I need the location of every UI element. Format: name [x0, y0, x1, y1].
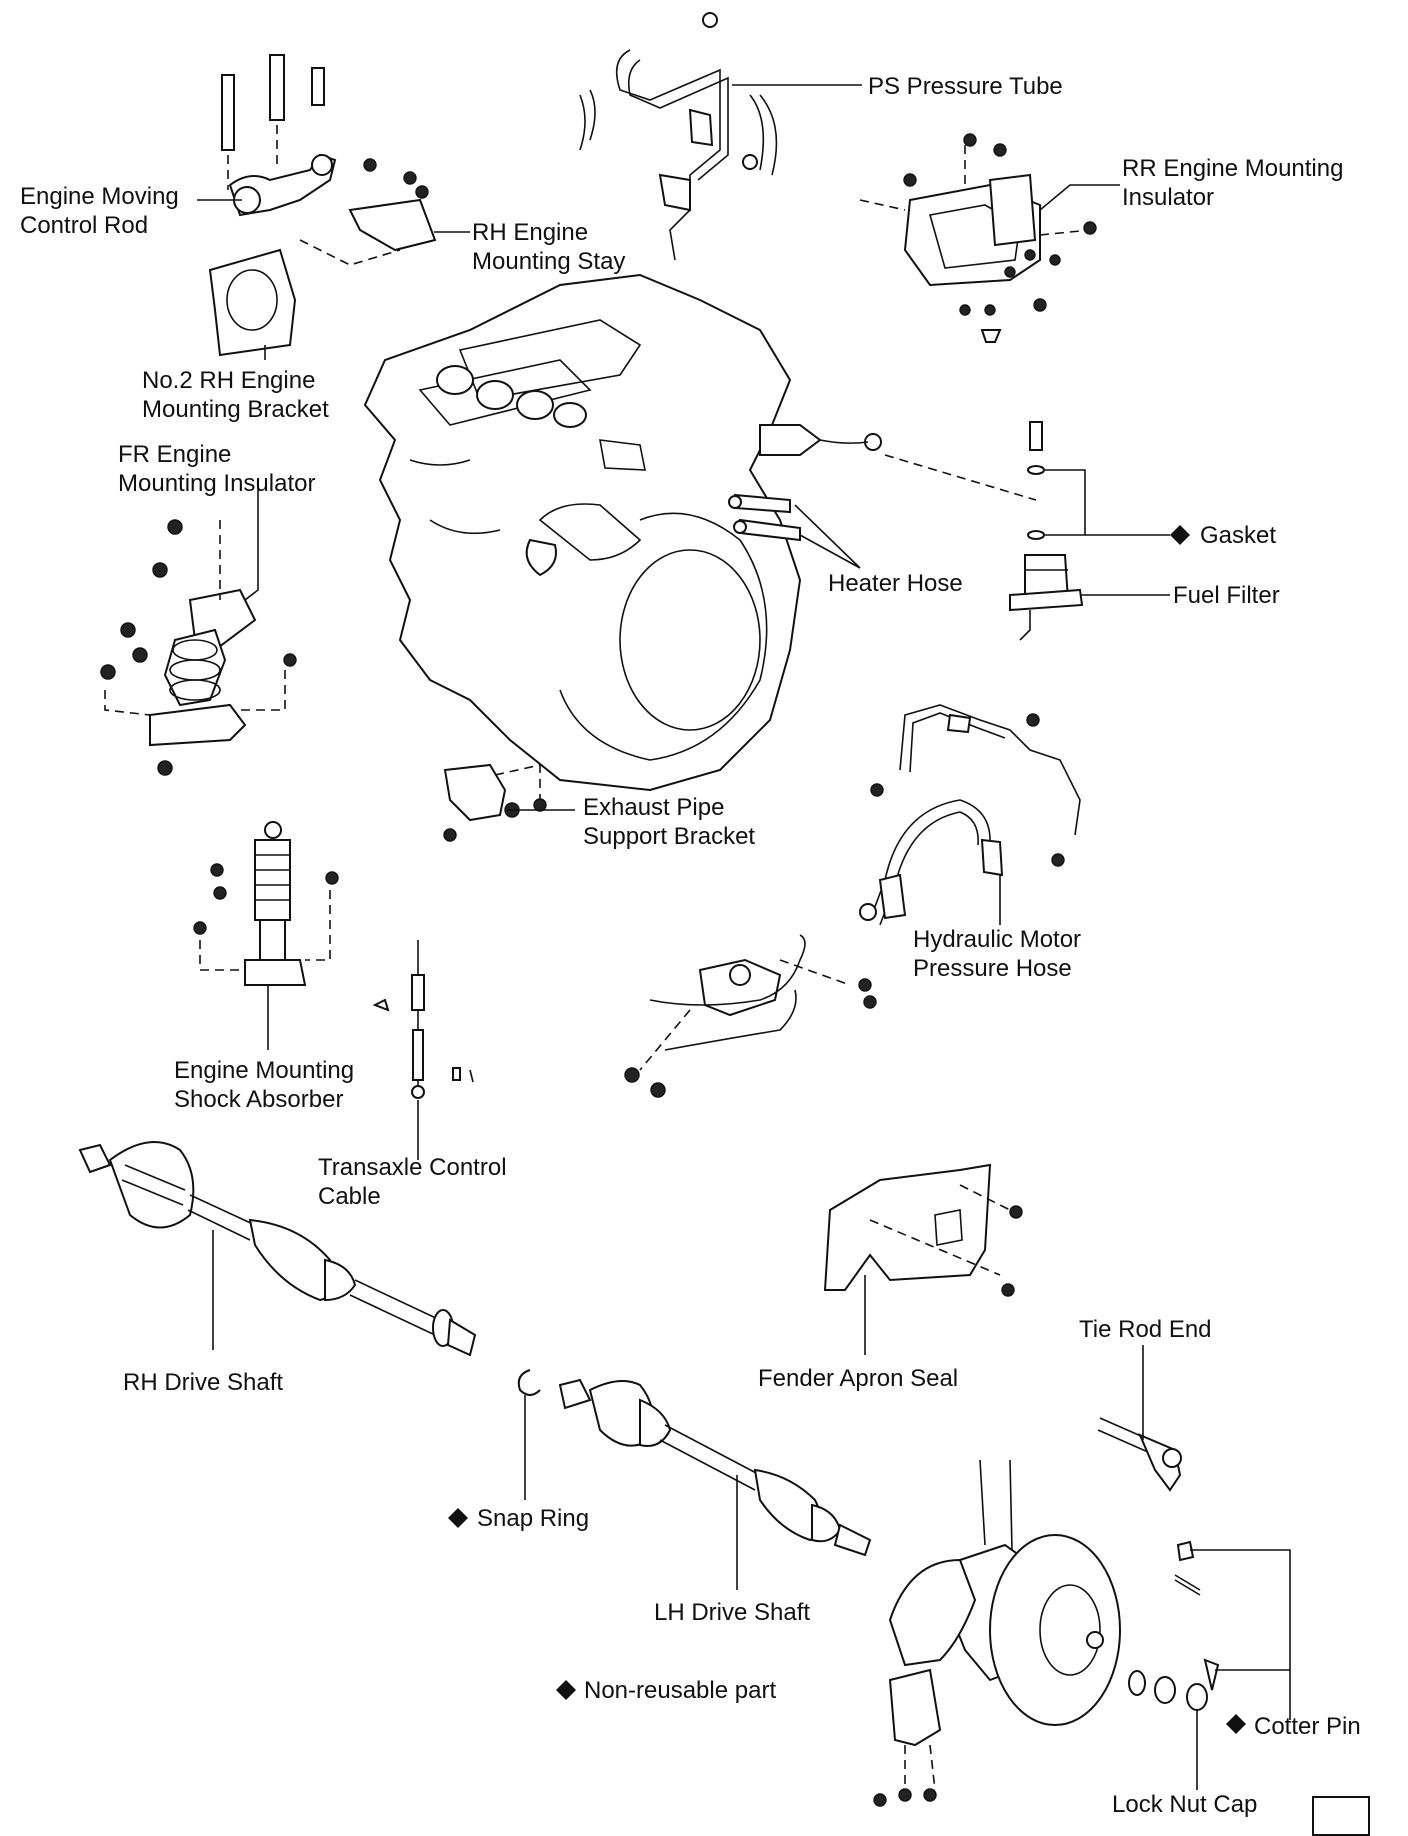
page-number-box [1312, 1796, 1370, 1836]
label-non-reusable-part: Non-reusable part [584, 1677, 777, 1704]
label-control-rod-line-2: Control Rod [20, 212, 149, 239]
label-rr-line-2: Insulator [1122, 184, 1215, 211]
knuckle-disc-part [873, 1459, 1220, 1807]
label-cotter-pin: Cotter Pin [1254, 1713, 1361, 1740]
lower-mount-bracket-part [624, 934, 877, 1098]
label-transaxle-control-cable: Transaxle Control Cable [318, 1153, 507, 1211]
fuel-filter-part [884, 421, 1084, 641]
label-rr-engine-mounting-insulator: RR Engine Mounting Insulator [1122, 154, 1343, 212]
heater-hose-part [728, 493, 801, 542]
exhaust-bracket-part [443, 763, 547, 842]
lh-drive-shaft-part [558, 1378, 872, 1557]
label-stay-line-2: Mounting Stay [472, 248, 626, 275]
label-fuel-filter: Fuel Filter [1173, 582, 1280, 609]
label-no2-rh-engine-mounting-bracket: No.2 RH Engine Mounting Bracket [142, 366, 329, 424]
label-fr-line-1: FR Engine [118, 441, 232, 468]
label-fender-apron-seal: Fender Apron Seal [758, 1365, 959, 1392]
label-heater-hose: Heater Hose [828, 570, 963, 597]
label-stay-line-1: RH Engine [472, 219, 589, 246]
rr-insulator-part [859, 133, 1097, 343]
snap-ring-part [517, 1369, 541, 1396]
label-lh-drive-shaft: LH Drive Shaft [654, 1599, 811, 1626]
label-gasket: Gasket [1200, 522, 1277, 549]
label-hydraulic-line-1: Hydraulic Motor [913, 926, 1082, 953]
fr-insulator-part [100, 519, 297, 776]
hydraulic-hose-part [859, 704, 1081, 926]
label-fr-engine-mounting-insulator: FR Engine Mounting Insulator [118, 440, 315, 498]
label-hydraulic-motor-pressure-hose: Hydraulic Motor Pressure Hose [913, 925, 1081, 983]
label-shock-line-2: Shock Absorber [174, 1086, 344, 1113]
non-reusable-markers [448, 525, 1246, 1734]
label-ps-pressure-tube: PS Pressure Tube [868, 73, 1063, 100]
fender-apron-seal-part [823, 1163, 1023, 1297]
tie-rod-end-part [1097, 1417, 1182, 1492]
label-bracket-line-2: Mounting Bracket [142, 396, 329, 423]
label-cable-line-2: Cable [318, 1183, 381, 1210]
label-cable-line-1: Transaxle Control [318, 1154, 507, 1181]
engine-assembly [363, 273, 882, 792]
transaxle-cable-part [372, 940, 474, 1099]
label-rh-drive-shaft: RH Drive Shaft [123, 1369, 284, 1396]
label-exhaust-pipe-support-bracket: Exhaust Pipe Support Bracket [583, 793, 755, 851]
label-hydraulic-line-2: Pressure Hose [913, 955, 1072, 982]
label-rh-engine-mounting-stay: RH Engine Mounting Stay [472, 218, 625, 276]
label-engine-mounting-shock-absorber: Engine Mounting Shock Absorber [174, 1056, 354, 1114]
label-tie-rod-end: Tie Rod End [1079, 1316, 1212, 1343]
label-fr-line-2: Mounting Insulator [118, 470, 316, 497]
label-shock-line-1: Engine Mounting [174, 1057, 355, 1084]
shock-absorber-part [193, 821, 339, 986]
ps-pressure-tube-part [579, 12, 778, 261]
label-lock-nut-cap: Lock Nut Cap [1112, 1791, 1258, 1818]
label-bracket-line-1: No.2 RH Engine [142, 367, 316, 394]
label-control-rod-line-1: Engine Moving [20, 183, 179, 210]
rh-mount-parts [208, 54, 437, 357]
label-snap-ring: Snap Ring [477, 1505, 590, 1532]
label-rr-line-1: RR Engine Mounting [1122, 155, 1344, 182]
leader-lines [197, 84, 1291, 1790]
rh-drive-shaft-part [78, 1141, 477, 1357]
label-engine-moving-control-rod: Engine Moving Control Rod [20, 182, 179, 240]
label-exhaust-line-1: Exhaust Pipe [583, 794, 725, 821]
label-exhaust-line-2: Support Bracket [583, 823, 756, 850]
